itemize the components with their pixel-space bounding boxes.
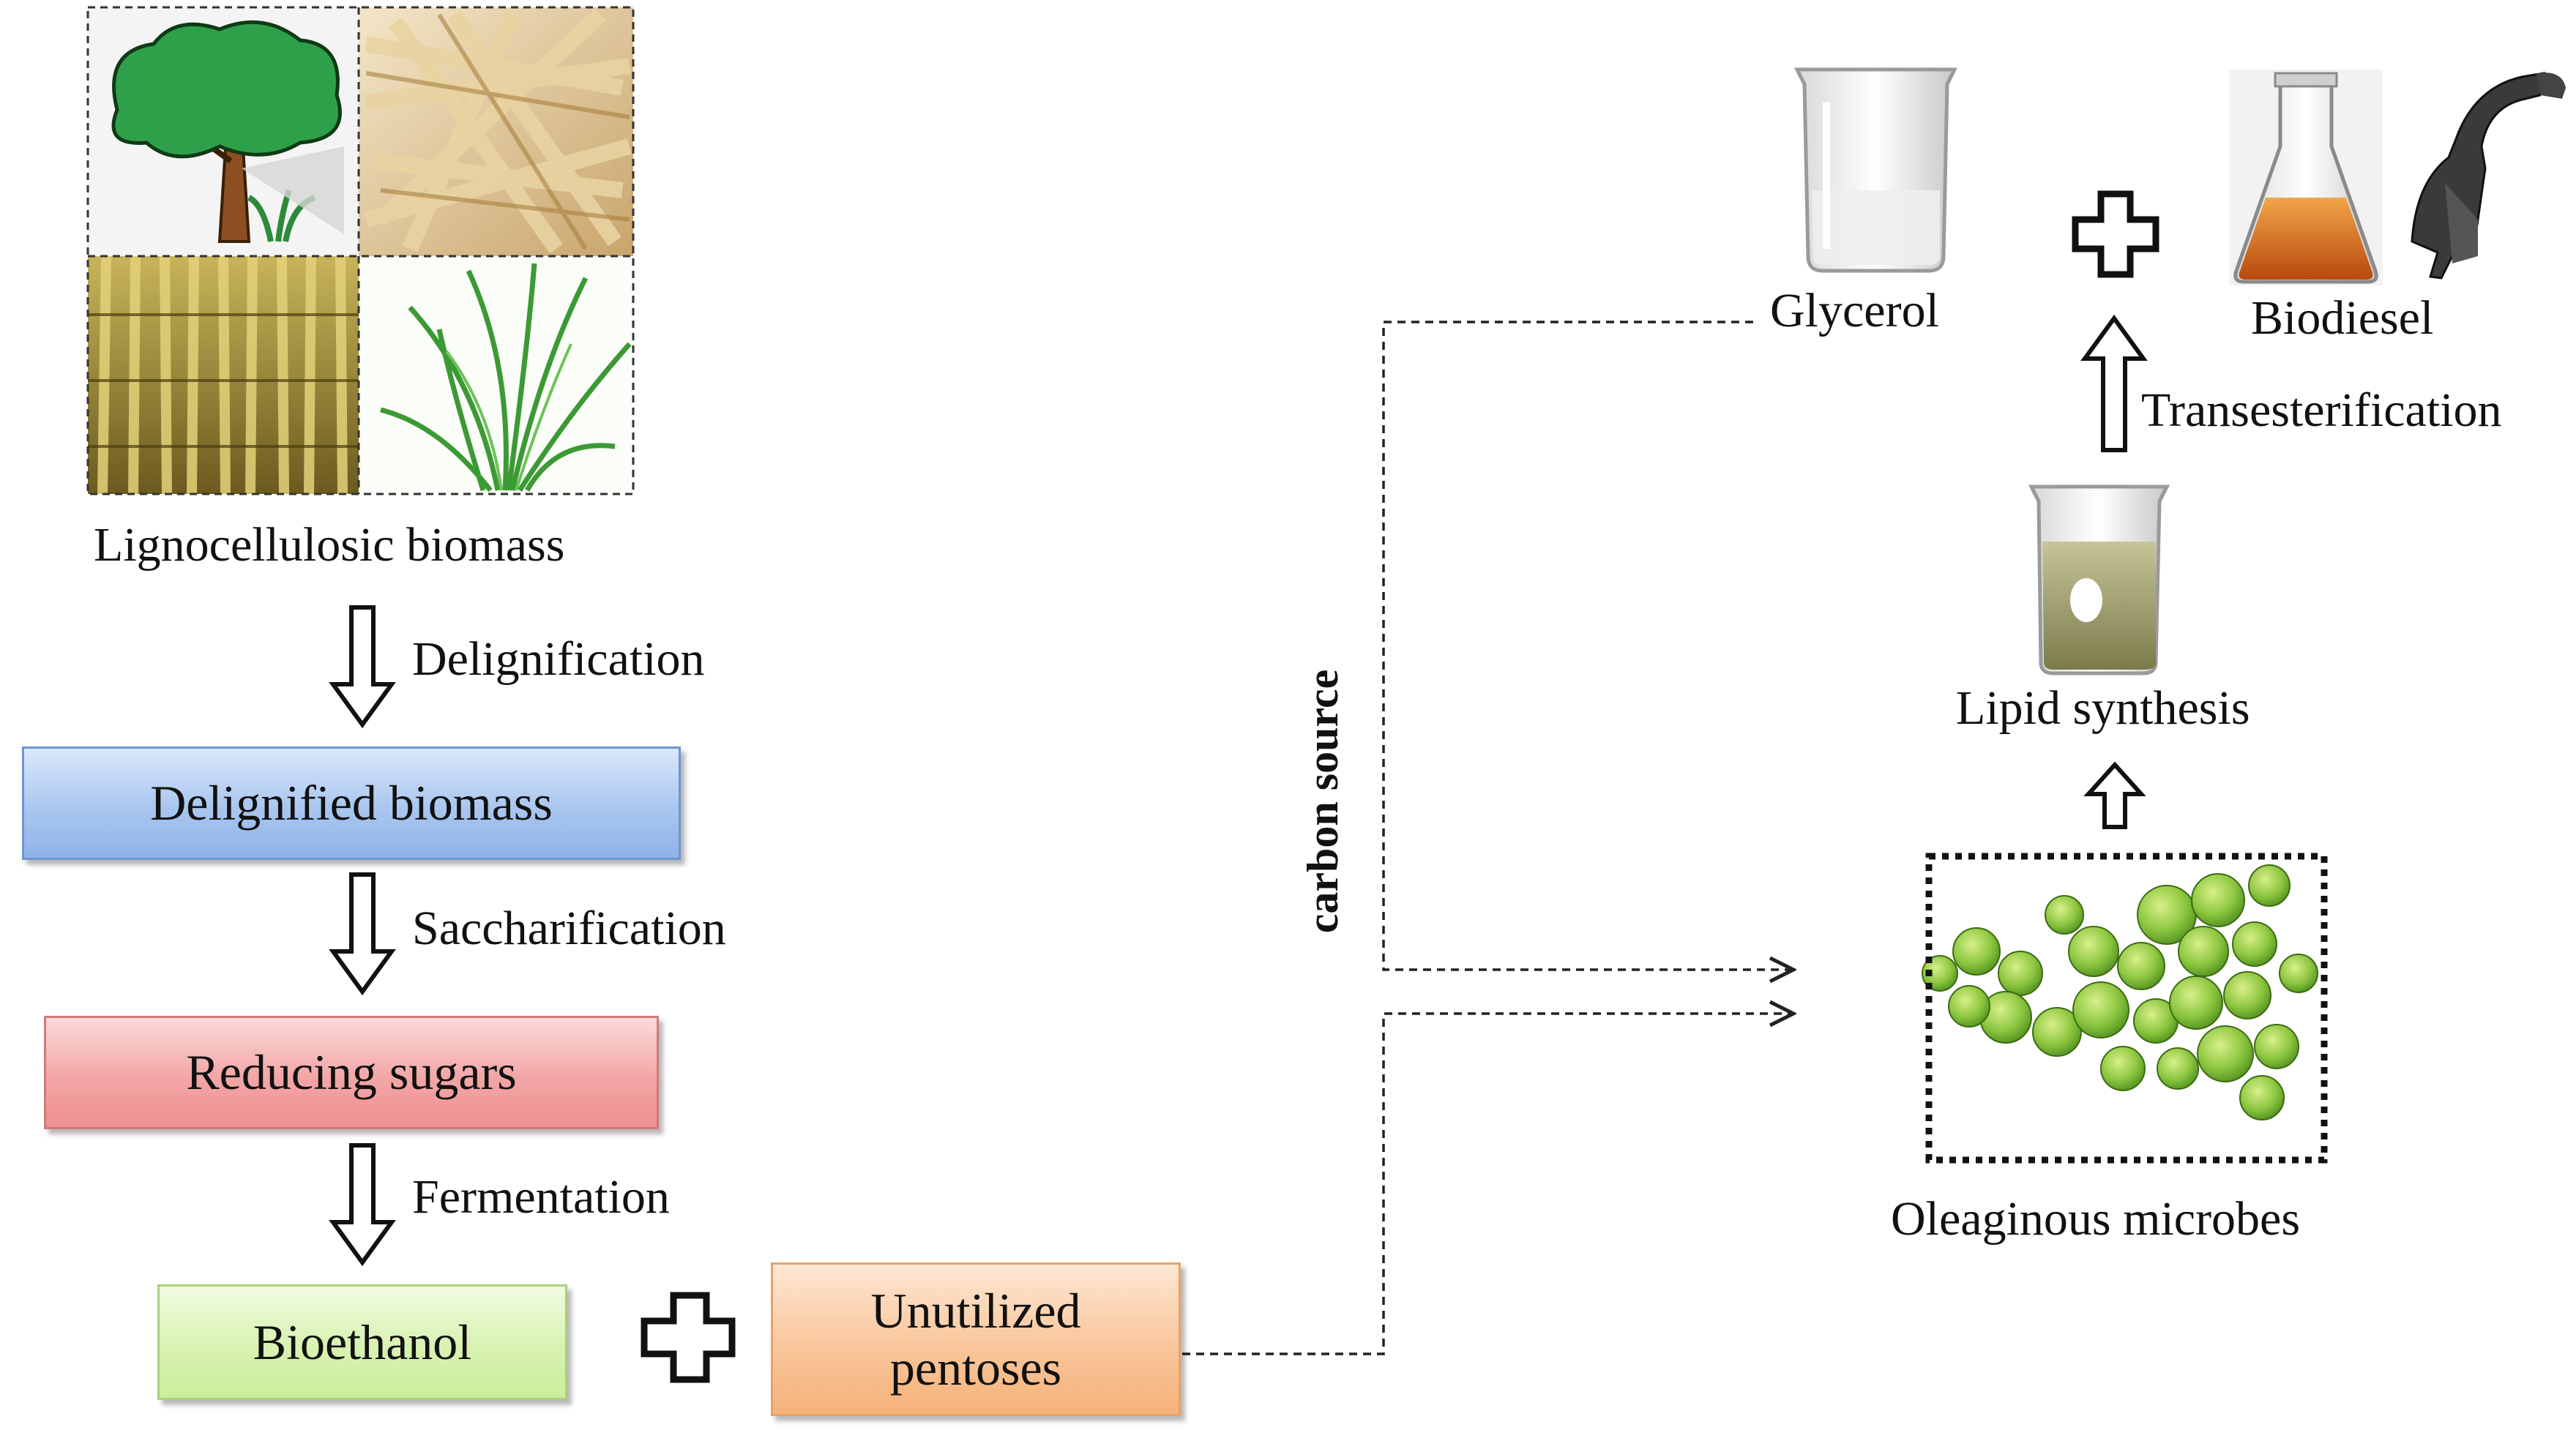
- lipid-beaker-icon: [2028, 484, 2170, 675]
- reducing-sugars-box: Reducing sugars: [44, 1016, 659, 1129]
- lipid-synthesis-label: Lipid synthesis: [1956, 681, 2250, 735]
- grass-icon: [359, 256, 633, 494]
- arrow-lipid-synthesis: [2083, 761, 2146, 829]
- glycerol-label: Glycerol: [1770, 284, 1939, 337]
- step-saccharification: Saccharification: [412, 902, 726, 955]
- carbon-source-connectors: [1182, 321, 1793, 1355]
- pentoses-line2: pentoses: [889, 1340, 1062, 1396]
- transesterification-label: Transesterification: [2141, 383, 2502, 437]
- biodiesel-label: Biodiesel: [2251, 291, 2434, 345]
- step-fermentation: Fermentation: [412, 1170, 670, 1224]
- pentoses-line1: Unutilized: [870, 1282, 1081, 1339]
- sugarcane-icon: [88, 255, 359, 495]
- arrow-delignification: [329, 605, 396, 729]
- straw-icon: [359, 7, 633, 256]
- flask-icon: [2229, 70, 2383, 285]
- arrow-fermentation: [329, 1143, 396, 1267]
- pentoses-connector: [1182, 1014, 1793, 1355]
- carbon-source-label: carbon source: [1299, 669, 1347, 934]
- beaker-icon: [1793, 67, 1958, 273]
- oleaginous-microbes-label: Oleaginous microbes: [1891, 1192, 2301, 1246]
- plus-icon: [2072, 190, 2159, 278]
- microbe-cluster-icon: [1922, 853, 2328, 1164]
- step-delignification: Delignification: [412, 632, 705, 686]
- delignified-biomass-label: Delignified biomass: [150, 775, 553, 831]
- delignified-biomass-box: Delignified biomass: [22, 746, 681, 860]
- bioethanol-box: Bioethanol: [157, 1284, 567, 1400]
- hollow-arrow-icon: [329, 605, 396, 1267]
- plus-icon: [641, 1292, 736, 1383]
- reducing-sugars-label: Reducing sugars: [186, 1044, 517, 1101]
- biomass-label: Lignocellulosic biomass: [94, 518, 565, 572]
- biomass-image-grid: [86, 6, 635, 495]
- bioethanol-label: Bioethanol: [253, 1314, 472, 1370]
- fuel-nozzle-icon: [2411, 72, 2566, 280]
- arrow-transesterification: [2080, 314, 2148, 452]
- microbe-frame: [1925, 853, 2328, 1164]
- arrow-saccharification: [329, 872, 396, 996]
- unutilized-pentoses-box: Unutilized pentoses: [771, 1262, 1181, 1416]
- tree-icon: [88, 7, 359, 256]
- glycerol-connector: [1382, 321, 1793, 970]
